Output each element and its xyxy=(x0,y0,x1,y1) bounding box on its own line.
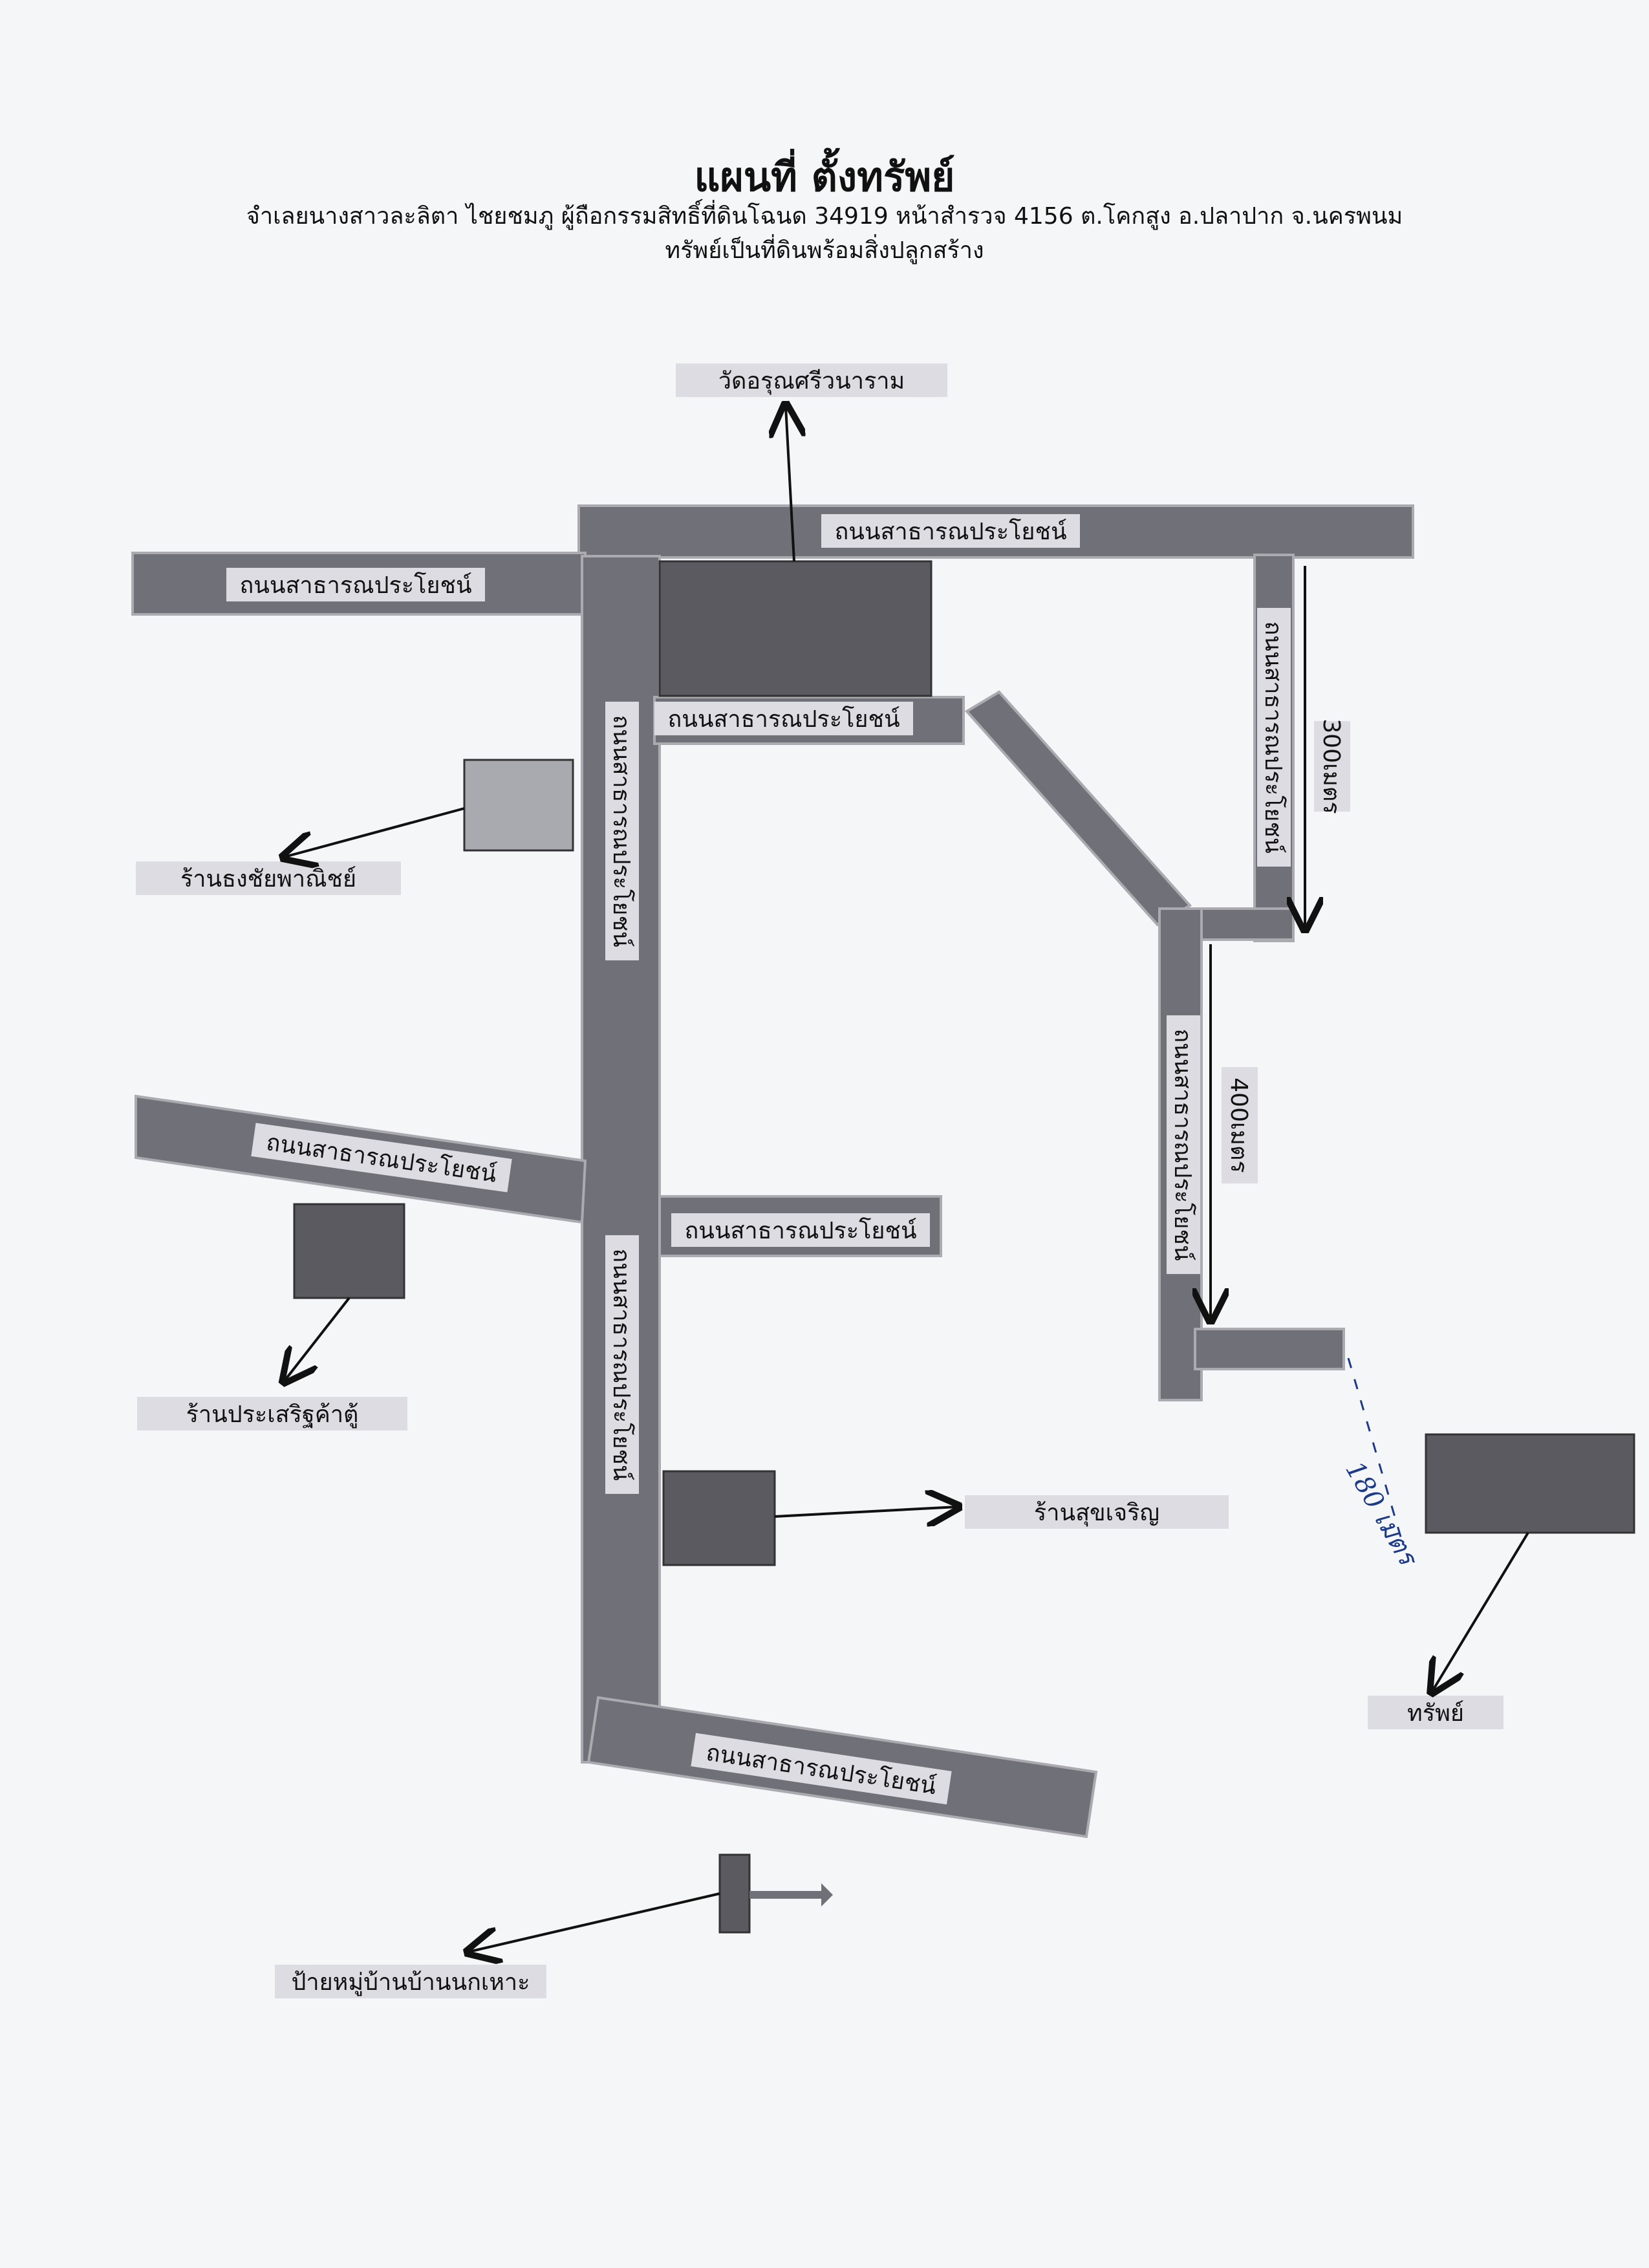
arrow-to-shop-prasert xyxy=(285,1297,350,1381)
label-village-sign: ป้ายหมู่บ้านบ้านนกเหาะ xyxy=(275,1965,546,1998)
label-shop-thong: ร้านธงชัยพาณิชย์ xyxy=(136,861,401,895)
building-temple-block xyxy=(658,560,932,697)
arrow-to-shop-thong xyxy=(285,807,465,857)
svg-text:วัดอรุณศรีวนาราม: วัดอรุณศรีวนาราม xyxy=(718,368,905,395)
arrow-to-temple xyxy=(786,406,794,562)
svg-text:ถนนสาธารณประโยชน์: ถนนสาธารณประโยชน์ xyxy=(608,715,635,947)
map-title: แผนที่ ตั้งทรัพย์ xyxy=(694,153,955,200)
svg-text:ถนนสาธารณประโยชน์: ถนนสาธารณประโยชน์ xyxy=(667,706,900,733)
svg-text:ถนนสาธารณประโยชน์: ถนนสาธารณประโยชน์ xyxy=(684,1217,916,1244)
village-sign-post xyxy=(718,1853,751,1934)
label-temple: วัดอรุณศรีวนาราม xyxy=(676,363,947,397)
road-label-right-vertical: ถนนสาธารณประโยชน์ xyxy=(1257,608,1291,867)
road-label-lower-vertical: ถนนสาธารณประโยชน์ xyxy=(1167,1015,1200,1274)
road-lower-stub xyxy=(1194,1328,1345,1370)
distance-label-300: 300เมตร xyxy=(1314,718,1350,814)
map-description: ทรัพย์เป็นที่ดินพร้อมสิ่งปลูกสร้าง xyxy=(665,237,984,264)
arrow-to-shop-sukjaroen xyxy=(774,1507,957,1517)
distance-label-400: 400เมตร xyxy=(1222,1067,1258,1183)
arrow-to-property xyxy=(1432,1531,1529,1691)
road-connector xyxy=(1195,907,1295,941)
map-subtitle: จำเลยนางสาวละลิตา ไชยชมภู ผู้ถือกรรมสิทธ… xyxy=(246,203,1403,230)
svg-text:ป้ายหมู่บ้านบ้านนกเหาะ: ป้ายหมู่บ้านบ้านนกเหาะ xyxy=(292,1969,530,1996)
village-sign-arrowhead xyxy=(821,1883,833,1906)
svg-text:ถนนสาธารณประโยชน์: ถนนสาธารณประโยชน์ xyxy=(1169,1028,1196,1260)
building-property xyxy=(1425,1433,1635,1534)
road-label-main-lower: ถนนสาธารณประโยชน์ xyxy=(605,1235,639,1494)
label-property: ทรัพย์ xyxy=(1368,1696,1503,1729)
label-shop-sukjaroen: ร้านสุขเจริญ xyxy=(965,1495,1229,1529)
svg-text:ถนนสาธารณประโยชน์: ถนนสาธารณประโยชน์ xyxy=(239,572,471,599)
svg-text:400เมตร: 400เมตร xyxy=(1225,1077,1252,1172)
building-prasert xyxy=(293,1203,405,1299)
svg-text:300เมตร: 300เมตร xyxy=(1318,718,1344,814)
dashed-180m xyxy=(1347,1357,1405,1546)
road-diagonal xyxy=(964,690,1192,927)
svg-text:ทรัพย์: ทรัพย์ xyxy=(1407,1700,1464,1727)
svg-text:ถนนสาธารณประโยชน์: ถนนสาธารณประโยชน์ xyxy=(1260,621,1287,853)
svg-text:ถนนสาธารณประโยชน์: ถนนสาธารณประโยชน์ xyxy=(608,1248,635,1480)
label-shop-prasert: ร้านประเสริฐค้าตู้ xyxy=(137,1397,407,1431)
road-label-main-upper: ถนนสาธารณประโยชน์ xyxy=(605,702,639,960)
road-label-top-left: ถนนสาธารณประโยชน์ xyxy=(226,568,485,601)
building-sukjaroen xyxy=(662,1470,776,1566)
distance-label-180-handwritten: 180 เมตร xyxy=(1339,1456,1423,1573)
svg-text:ถนนสาธารณประโยชน์: ถนนสาธารณประโยชน์ xyxy=(834,518,1066,545)
svg-text:ร้านสุขเจริญ: ร้านสุขเจริญ xyxy=(1034,1500,1159,1527)
svg-text:ร้านธงชัยพาณิชย์: ร้านธงชัยพาณิชย์ xyxy=(180,866,356,892)
building-thong xyxy=(463,759,574,852)
road-label-top: ถนนสาธารณประโยชน์ xyxy=(821,514,1080,548)
svg-text:ร้านประเสริฐค้าตู้: ร้านประเสริฐค้าตู้ xyxy=(186,1401,359,1429)
road-label-short-middle: ถนนสาธารณประโยชน์ xyxy=(671,1213,930,1247)
arrow-to-village-sign xyxy=(469,1892,720,1952)
svg-text:180 เมตร: 180 เมตร xyxy=(1339,1456,1423,1573)
road-label-short-upper: ถนนสาธารณประโยชน์ xyxy=(654,702,913,735)
